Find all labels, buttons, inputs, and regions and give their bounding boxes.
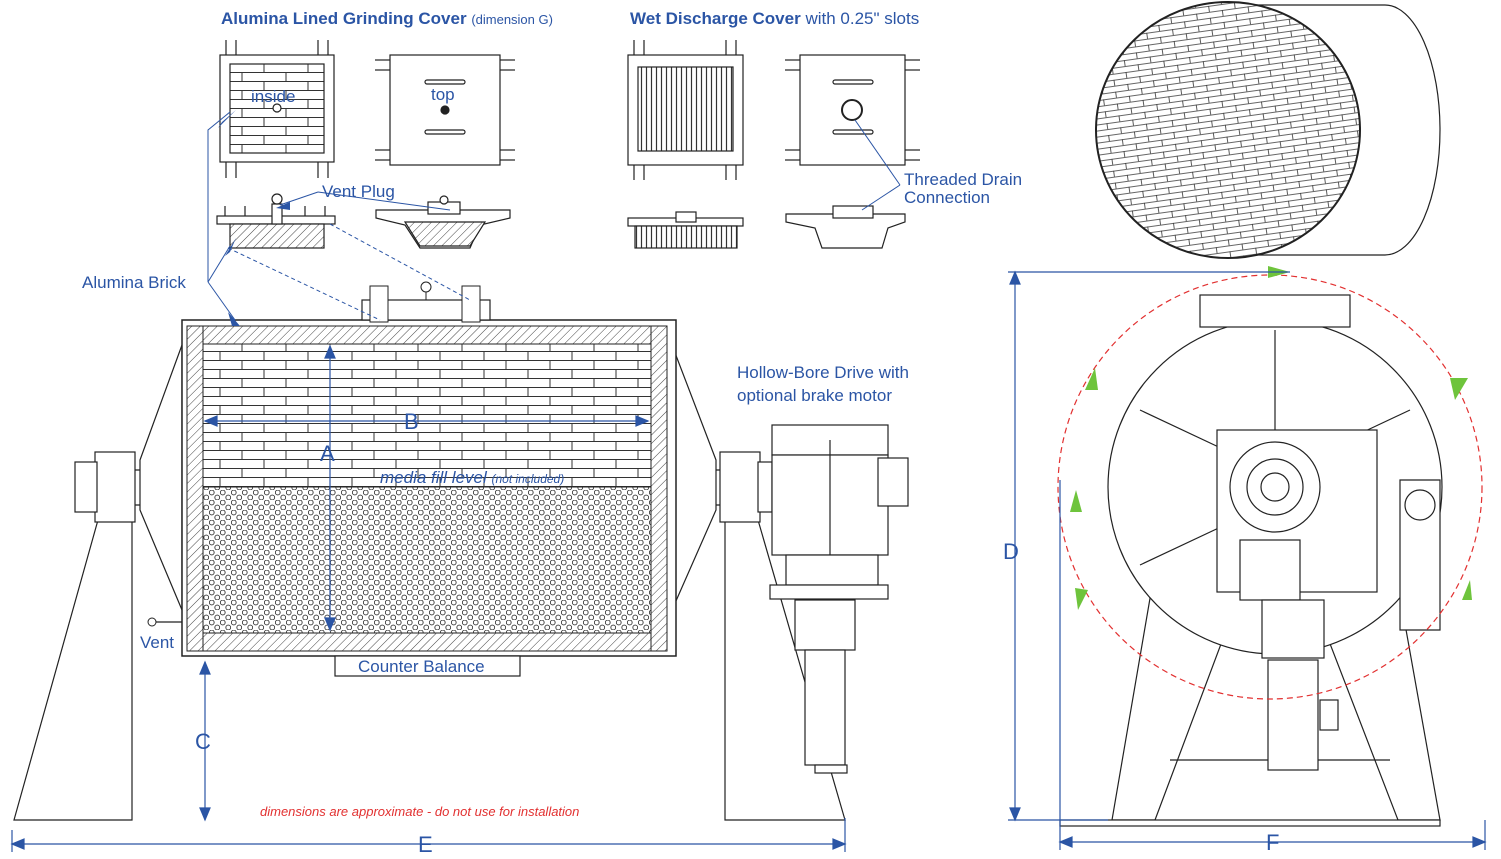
dimension-e: E bbox=[418, 832, 433, 857]
discharge-cover-top-view bbox=[785, 54, 920, 166]
dimension-lines bbox=[10, 270, 1487, 852]
vent-plug-label: Vent Plug bbox=[322, 182, 395, 201]
threaded-drain-label-1: Threaded Drain bbox=[904, 170, 1023, 189]
grinding-cover-title: Alumina Lined Grinding Cover (dimension … bbox=[221, 10, 553, 27]
callout-leaders bbox=[207, 111, 901, 321]
media-fill-note: (not included) bbox=[491, 472, 565, 486]
discharge-cover-section-views bbox=[627, 205, 906, 249]
media-fill-label: media fill level (not included) bbox=[380, 469, 564, 486]
threaded-drain-label-2: Connection bbox=[904, 188, 991, 207]
grinding-cover-inside-view bbox=[219, 40, 335, 178]
end-view bbox=[1059, 294, 1443, 827]
dimension-a: A bbox=[320, 441, 335, 466]
dimension-d: D bbox=[1003, 539, 1019, 564]
drive-label-1: Hollow-Bore Drive with bbox=[737, 363, 909, 382]
inside-label: inside bbox=[251, 87, 296, 106]
rotation-circle bbox=[1057, 274, 1483, 700]
vent-label: Vent bbox=[140, 633, 175, 652]
grinding-cover-note: (dimension G) bbox=[471, 12, 553, 27]
left-stand bbox=[13, 344, 846, 821]
disclaimer-note: dimensions are approximate - do not use … bbox=[260, 804, 580, 819]
counter-balance-label: Counter Balance bbox=[358, 657, 485, 676]
dimension-b: B bbox=[404, 409, 419, 434]
grinding-cover-top-view bbox=[375, 54, 515, 166]
top-label: top bbox=[431, 85, 455, 104]
discharge-cover-note: with 0.25" slots bbox=[805, 9, 920, 28]
drive-label-2: optional brake motor bbox=[737, 386, 892, 405]
arrowhead-icon bbox=[218, 110, 290, 326]
dimension-f: F bbox=[1266, 830, 1280, 855]
lined-shell-3d bbox=[1095, 1, 1441, 259]
discharge-cover-title-text: Wet Discharge Cover bbox=[630, 9, 801, 28]
media-fill-text: media fill level bbox=[380, 468, 487, 487]
grinding-cover-section-view bbox=[216, 193, 511, 249]
hollow-bore-drive bbox=[769, 424, 909, 774]
alumina-brick-label: Alumina Brick bbox=[82, 273, 186, 292]
dimension-c: C bbox=[195, 729, 211, 754]
discharge-cover-inside-view bbox=[627, 40, 744, 180]
discharge-cover-title: Wet Discharge Cover with 0.25" slots bbox=[630, 10, 919, 27]
grinding-cover-title-text: Alumina Lined Grinding Cover bbox=[221, 9, 467, 28]
mill-shell bbox=[147, 281, 677, 677]
